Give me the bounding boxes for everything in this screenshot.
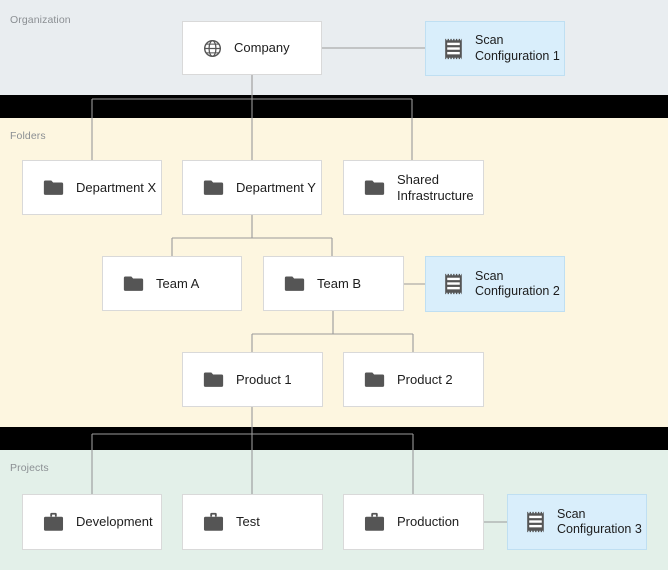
node-label: Company: [234, 40, 290, 56]
band-label-folders: Folders: [10, 130, 46, 142]
node-label: Scan Configuration 2: [475, 268, 560, 299]
receipt-icon: [527, 511, 544, 533]
node-company[interactable]: Company: [182, 21, 322, 75]
folder-icon: [364, 372, 385, 387]
node-team-b[interactable]: Team B: [263, 256, 404, 311]
node-label: Product 2: [397, 371, 453, 387]
folder-icon: [364, 180, 385, 195]
node-label: Shared Infrastructure: [397, 172, 474, 203]
band-label-organization: Organization: [10, 14, 71, 26]
node-product-2[interactable]: Product 2: [343, 352, 484, 407]
node-label: Department Y: [236, 179, 316, 195]
folder-icon: [203, 180, 224, 195]
receipt-icon: [445, 273, 462, 295]
node-team-a[interactable]: Team A: [102, 256, 242, 311]
briefcase-icon: [43, 512, 64, 531]
node-label: Scan Configuration 1: [475, 33, 560, 63]
node-label: Team B: [317, 275, 362, 291]
node-label: Development: [76, 514, 153, 530]
node-scan-configuration-3[interactable]: Scan Configuration 3: [507, 494, 647, 550]
node-department-y[interactable]: Department Y: [182, 160, 322, 215]
node-test[interactable]: Test: [182, 494, 323, 550]
briefcase-icon: [203, 512, 224, 531]
briefcase-icon: [364, 512, 385, 531]
node-label: Production: [397, 514, 460, 530]
band-divider-2: [0, 427, 668, 450]
globe-icon: [203, 39, 222, 57]
node-development[interactable]: Development: [22, 494, 162, 550]
receipt-icon: [445, 37, 462, 60]
folder-icon: [43, 180, 64, 195]
node-scan-configuration-1[interactable]: Scan Configuration 1: [425, 21, 565, 76]
band-divider-1: [0, 95, 668, 118]
folder-icon: [284, 276, 305, 291]
node-label: Team A: [156, 275, 200, 291]
node-department-x[interactable]: Department X: [22, 160, 162, 215]
node-label: Test: [236, 514, 260, 530]
node-label: Scan Configuration 3: [557, 506, 642, 537]
band-label-projects: Projects: [10, 462, 49, 474]
node-scan-configuration-2[interactable]: Scan Configuration 2: [425, 256, 565, 312]
node-production[interactable]: Production: [343, 494, 484, 550]
node-shared-infrastructure[interactable]: Shared Infrastructure: [343, 160, 484, 215]
node-label: Department X: [76, 179, 157, 195]
folder-icon: [203, 372, 224, 387]
node-product-1[interactable]: Product 1: [182, 352, 323, 407]
node-label: Product 1: [236, 371, 292, 387]
folder-icon: [123, 276, 144, 291]
